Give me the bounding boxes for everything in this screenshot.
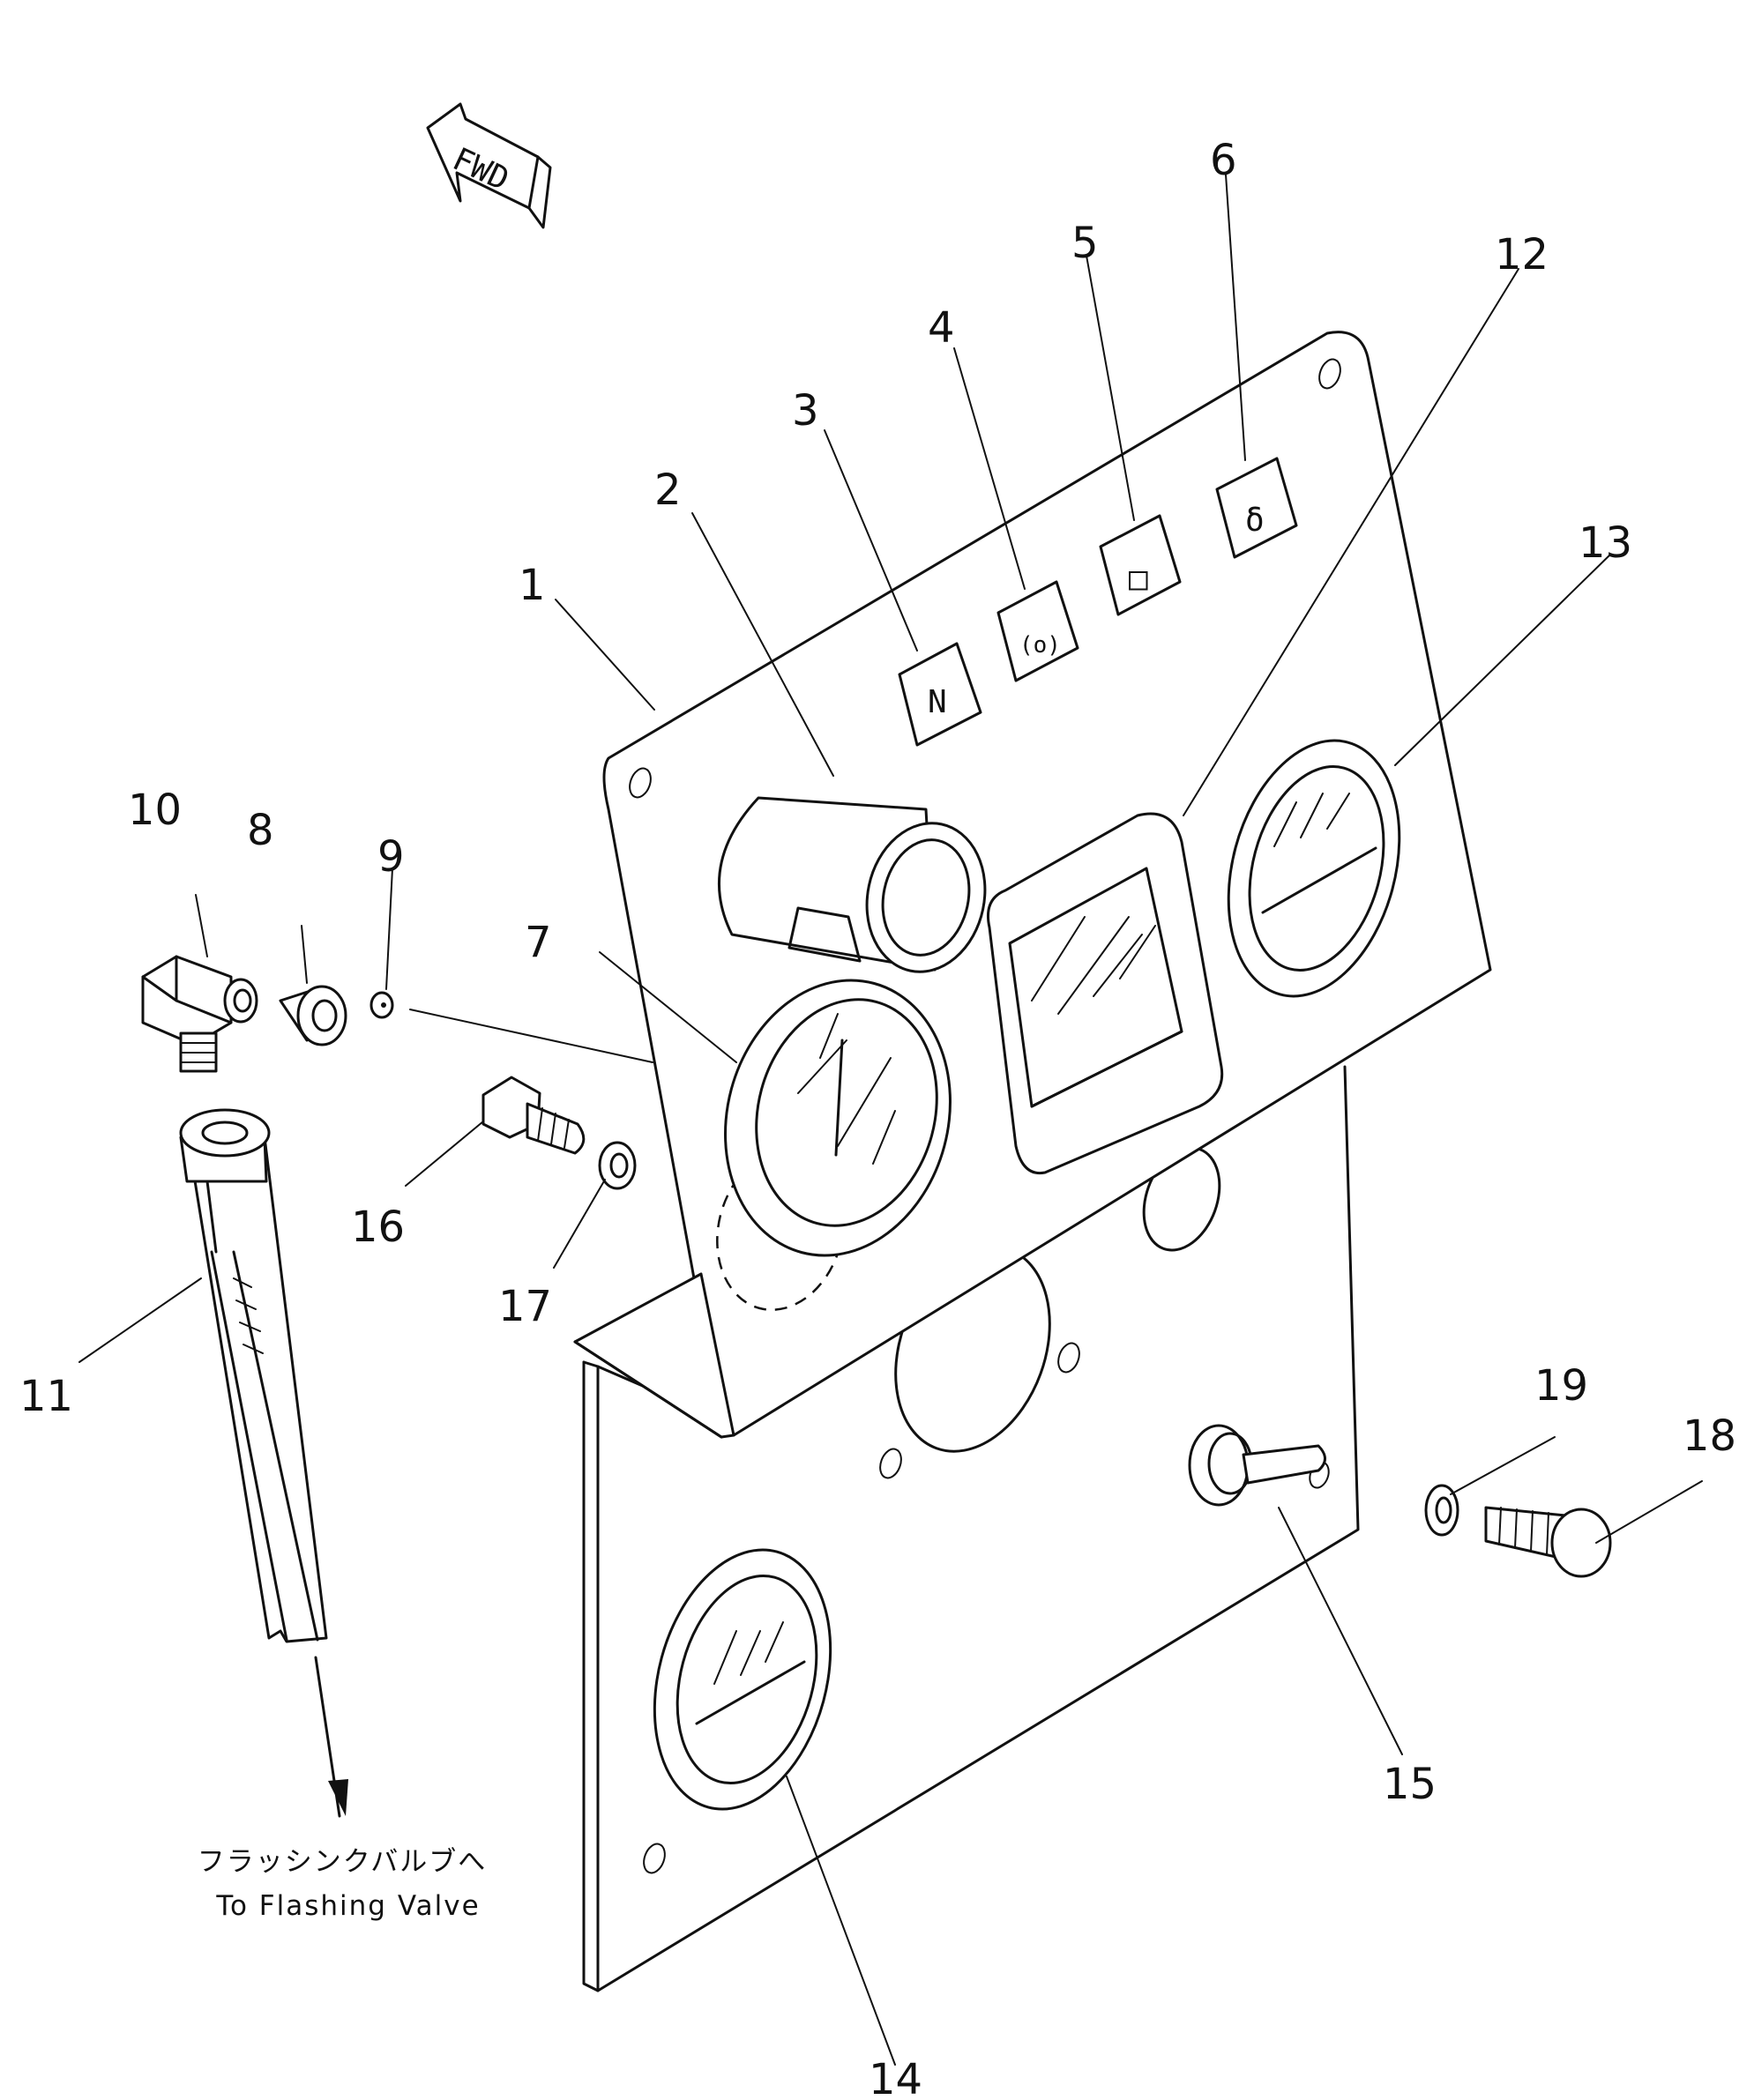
washer-17	[598, 1141, 637, 1190]
callout-3: 3	[792, 386, 819, 436]
callout-7: 7	[525, 918, 552, 967]
switch-3: N	[898, 642, 982, 747]
pipe-destination-caption: フラッシンクバルブへ To Flashing Valve	[198, 1846, 487, 1922]
callout-13: 13	[1579, 518, 1632, 568]
callout-5: 5	[1071, 219, 1099, 268]
callout-2: 2	[654, 465, 682, 515]
flow-arrow	[314, 1656, 348, 1818]
callout-1: 1	[519, 561, 546, 610]
callout-11: 11	[19, 1372, 73, 1421]
svg-text:(o): (o)	[1019, 632, 1061, 659]
gauge-14	[653, 1548, 832, 1811]
toggle-switch-15	[1188, 1424, 1326, 1507]
callout-14: 14	[869, 2055, 922, 2100]
callout-12: 12	[1495, 230, 1549, 279]
caption-japanese: フラッシンクバルブへ	[198, 1846, 487, 1878]
callout-19: 19	[1534, 1361, 1588, 1411]
svg-text:N: N	[928, 684, 947, 720]
cylinder-part	[717, 796, 987, 973]
pipe-11	[179, 1108, 328, 1643]
leader-lines	[78, 174, 1703, 2066]
switch-5: □	[1099, 514, 1182, 616]
svg-text:δ: δ	[1245, 503, 1265, 539]
elbow-fitting-10	[141, 955, 258, 1073]
gauge-7	[716, 979, 952, 1311]
fwd-arrow: FWD	[426, 102, 552, 229]
callout-16: 16	[351, 1203, 405, 1252]
caption-english: To Flashing Valve	[215, 1890, 480, 1922]
gauge-12	[987, 812, 1224, 1175]
nut-8	[279, 985, 347, 1046]
callout-17: 17	[498, 1282, 552, 1331]
washer-9	[369, 991, 394, 1019]
callout-9: 9	[377, 832, 405, 882]
callout-10: 10	[128, 786, 182, 835]
screw-18	[1484, 1506, 1612, 1578]
callout-15: 15	[1383, 1760, 1437, 1809]
callout-labels: 1 2 3 4 5 6 7 8 9 10 11 12 13 14 15 16 1…	[19, 136, 1736, 2100]
callout-6: 6	[1210, 136, 1237, 185]
switch-4: (o)	[996, 580, 1079, 682]
svg-text:□: □	[1129, 561, 1148, 597]
bolt-16	[481, 1076, 586, 1155]
callout-8: 8	[247, 806, 274, 855]
callout-18: 18	[1683, 1411, 1736, 1461]
washer-19	[1424, 1484, 1459, 1537]
switch-6: δ	[1215, 457, 1298, 559]
callout-4: 4	[928, 303, 955, 353]
gauge-13	[1227, 739, 1401, 998]
